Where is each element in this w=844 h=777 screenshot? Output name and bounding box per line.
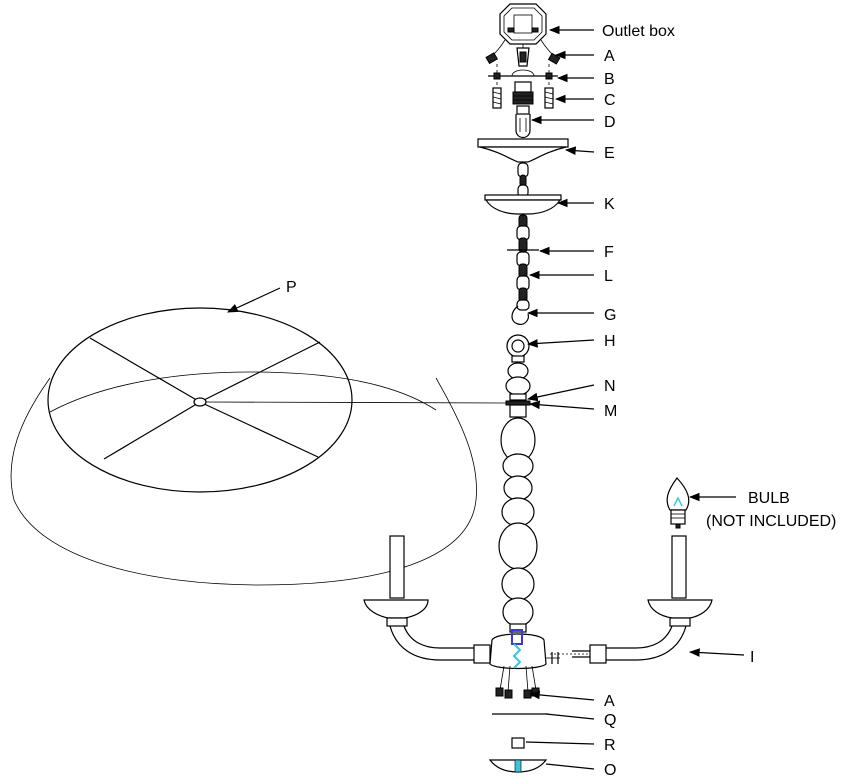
- center-hub: [489, 629, 560, 670]
- label-i: I: [750, 649, 754, 666]
- label-outlet-box: Outlet box: [602, 23, 675, 40]
- bottom-finial: [488, 759, 548, 773]
- label-k: K: [604, 196, 615, 213]
- label-b: B: [604, 71, 615, 88]
- fixture-loop: [506, 334, 530, 363]
- ceiling-canopy: [477, 138, 569, 163]
- canopy-cover: [484, 194, 562, 215]
- label-o: O: [604, 762, 616, 777]
- lamp-shade: [10, 307, 507, 586]
- label-r: R: [604, 737, 616, 754]
- label-n: N: [604, 378, 616, 395]
- label-q: Q: [604, 712, 616, 729]
- label-h: H: [604, 333, 616, 350]
- label-a-bottom: A: [604, 693, 615, 710]
- mounting-screws: [492, 87, 554, 109]
- label-bulb: BULB: [748, 490, 790, 507]
- chain-upper: [517, 162, 529, 198]
- arm-left: [363, 535, 491, 664]
- arm-right: [550, 535, 713, 664]
- label-f: F: [604, 244, 614, 261]
- threaded-nipple: [512, 81, 534, 105]
- label-m: M: [604, 403, 617, 420]
- label-not-included: (NOT INCLUDED): [706, 513, 836, 530]
- upper-column: [505, 362, 531, 406]
- bead-column: [498, 404, 538, 633]
- label-c: C: [604, 92, 616, 109]
- wire-connectors-bottom: [495, 665, 540, 699]
- label-a-top: A: [604, 48, 615, 65]
- label-d: D: [604, 114, 616, 131]
- screw-collar-loop: [515, 105, 531, 139]
- label-e: E: [604, 145, 615, 162]
- label-l: L: [604, 268, 613, 285]
- label-g: G: [604, 307, 616, 324]
- bulb-icon: [666, 477, 690, 529]
- outlet-box: [499, 3, 547, 52]
- bottom-nut: [511, 737, 525, 749]
- label-p: P: [286, 279, 297, 296]
- chain-hook: [511, 305, 529, 325]
- leader-lines: [227, 25, 745, 770]
- wire-connectors-top: [485, 39, 561, 67]
- chain: [507, 214, 539, 311]
